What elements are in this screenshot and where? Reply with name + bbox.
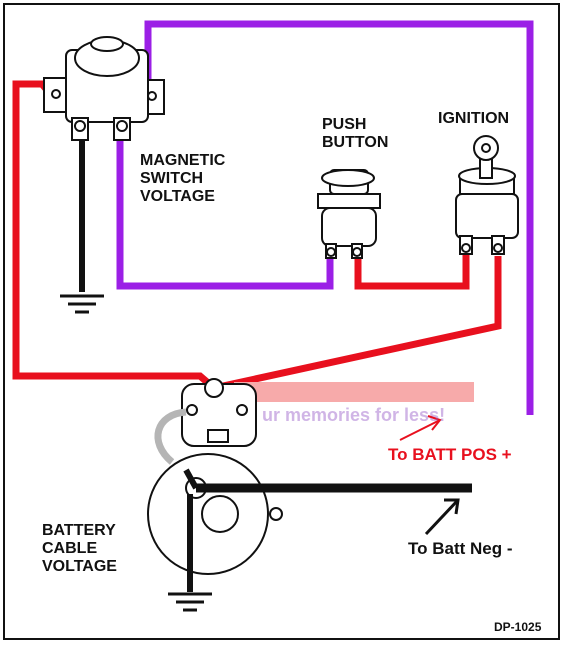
- battery-cable-voltage-label: BATTERY CABLE VOLTAGE: [42, 522, 117, 576]
- positive-wire-ignition-starter: [213, 256, 502, 392]
- ignition-switch-icon: [455, 167, 519, 255]
- label-line: VOLTAGE: [42, 558, 117, 575]
- starter-motor-icon: [147, 378, 283, 575]
- to-batt-pos-label: To BATT POS +: [388, 445, 512, 464]
- label-line: MAGNETIC: [140, 152, 226, 169]
- diagram-code: DP-1025: [494, 620, 542, 634]
- battery-positive-band: [234, 382, 474, 402]
- switch-wire-top: [144, 20, 534, 415]
- ground-symbol-icon: [60, 294, 104, 314]
- key-icon: [473, 135, 499, 179]
- arrow-icon: [424, 498, 460, 536]
- label-line: VOLTAGE: [140, 188, 215, 205]
- ground-symbol-icon: [168, 592, 212, 612]
- switch-wire-push-button: [116, 140, 334, 290]
- push-button-switch-icon: [317, 169, 381, 259]
- positive-wire-button-ignition: [354, 252, 470, 290]
- solenoid-icon: [43, 36, 165, 141]
- to-batt-neg-label: To Batt Neg -: [408, 539, 513, 558]
- diagram-frame: [3, 3, 560, 640]
- starter-cable-stub: [183, 468, 199, 490]
- label-line: SWITCH: [140, 170, 204, 187]
- label-line: PUSH: [322, 116, 367, 133]
- arrow-icon: [399, 415, 442, 441]
- label-line: BATTERY: [42, 522, 116, 539]
- magnetic-switch-voltage-label: MAGNETIC SWITCH VOLTAGE: [140, 152, 225, 206]
- push-button-label: PUSH BUTTON: [322, 116, 388, 152]
- ignition-label: IGNITION: [438, 110, 510, 127]
- watermark-text: ur memories for less!: [262, 405, 446, 425]
- label-line: BUTTON: [322, 134, 389, 151]
- sensor-loop: [154, 408, 187, 465]
- label-line: CABLE: [42, 540, 98, 557]
